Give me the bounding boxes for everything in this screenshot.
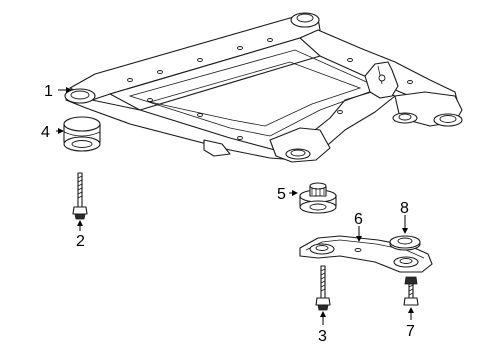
- callout-5: 5: [277, 186, 286, 203]
- washer-part-8[interactable]: [389, 235, 421, 251]
- callout-6: 6: [354, 211, 363, 228]
- bolt-part-3[interactable]: [315, 265, 331, 311]
- leader-lines: [56, 87, 414, 325]
- callout-1: 1: [44, 83, 53, 100]
- subframe-cradle[interactable]: [64, 12, 463, 163]
- callout-4: 4: [41, 124, 50, 141]
- callout-7: 7: [406, 323, 415, 340]
- bolt-part-7[interactable]: [403, 276, 419, 306]
- callout-3: 3: [318, 328, 327, 345]
- mount-bushing-part[interactable]: [63, 116, 101, 152]
- bushing-nut-part-5[interactable]: [299, 182, 337, 214]
- callout-8: 8: [400, 200, 409, 217]
- callout-2: 2: [76, 233, 85, 250]
- bolt-part-2[interactable]: [72, 172, 88, 220]
